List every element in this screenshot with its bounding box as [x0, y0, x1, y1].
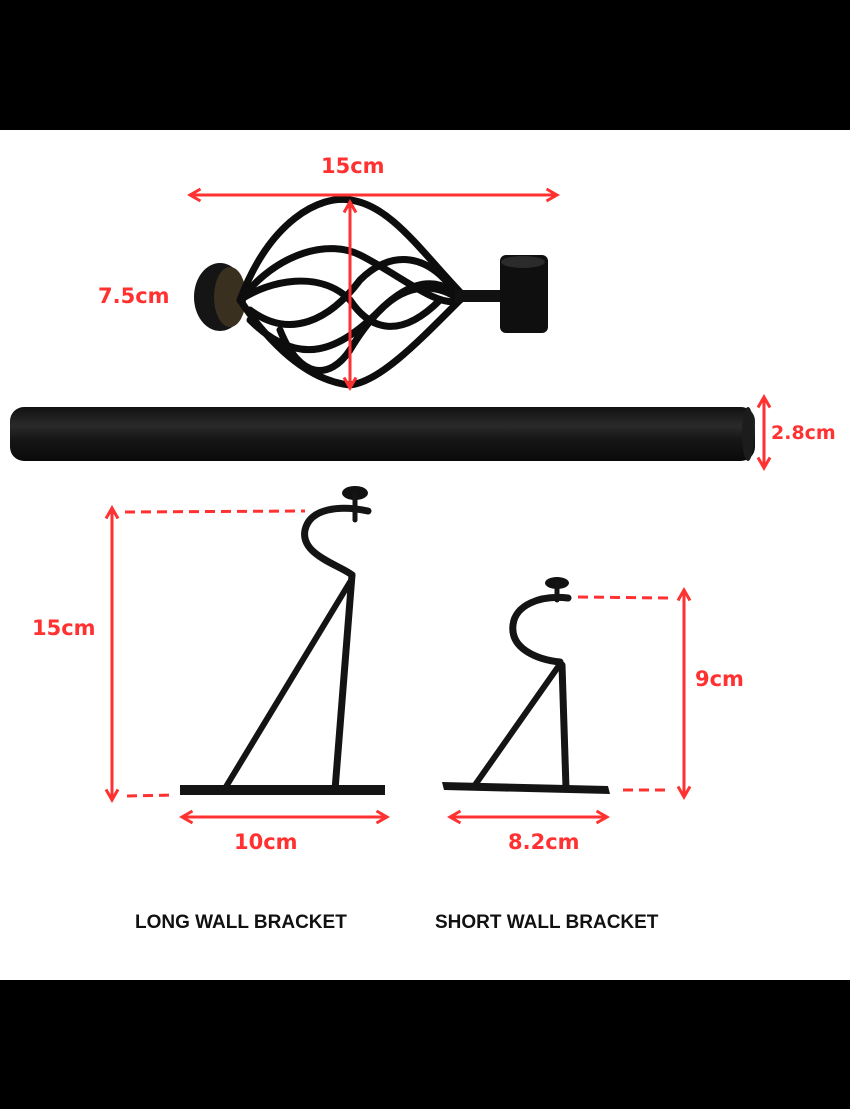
finial-width-label: 15cm [321, 154, 385, 178]
short-bracket-caption: SHORT WALL BRACKET [435, 912, 659, 933]
product-illustration [10, 187, 772, 825]
long-bracket-top-guide [124, 509, 306, 514]
short-bracket-top-guide [577, 595, 669, 600]
rod-image [10, 407, 755, 461]
long-bracket-bottom-guide [126, 793, 176, 798]
product-canvas: 15cm 7.5cm 2.8cm 15cm 10cm 9cm 8.2cm LON… [0, 130, 850, 980]
long-bracket-height-label: 15cm [32, 616, 96, 640]
short-bracket-image [442, 577, 610, 794]
finial-height-label: 7.5cm [98, 284, 170, 308]
long-bracket-image [180, 486, 385, 795]
rod-diameter-label: 2.8cm [771, 422, 836, 444]
finial-image [194, 195, 548, 389]
short-bracket-height-label: 9cm [695, 667, 744, 691]
long-bracket-base-label: 10cm [234, 830, 298, 854]
long-bracket-caption: LONG WALL BRACKET [135, 912, 347, 933]
short-bracket-base-label: 8.2cm [508, 830, 580, 854]
